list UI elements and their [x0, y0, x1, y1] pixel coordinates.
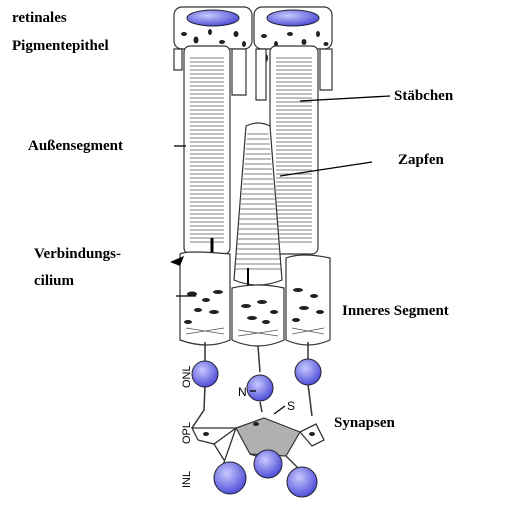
label-synapse-marker: S [287, 399, 295, 413]
label-nucleus-marker: N [238, 385, 247, 399]
label-synapses: Synapsen [334, 415, 396, 431]
label-outer-segment: Außensegment [28, 138, 123, 154]
label-cilium-line1: Verbindungs- [34, 246, 121, 262]
label-rpe-line2: Pigmentepithel [12, 38, 109, 54]
label-layer-onl: ONL [181, 365, 193, 388]
label-layer-opl: OPL [181, 422, 193, 444]
label-cone: Zapfen [398, 152, 445, 168]
inl-nuclei [214, 450, 317, 497]
label-cilium-line2: cilium [34, 273, 75, 289]
label-rpe-line1: retinales [12, 10, 67, 26]
rod-outer-segment-left [184, 46, 230, 254]
label-layer-inl: INL [181, 471, 193, 488]
onl-nuclei [192, 359, 321, 401]
label-inner-segment: Inneres Segment [342, 303, 449, 319]
label-rods: Stäbchen [394, 88, 454, 104]
